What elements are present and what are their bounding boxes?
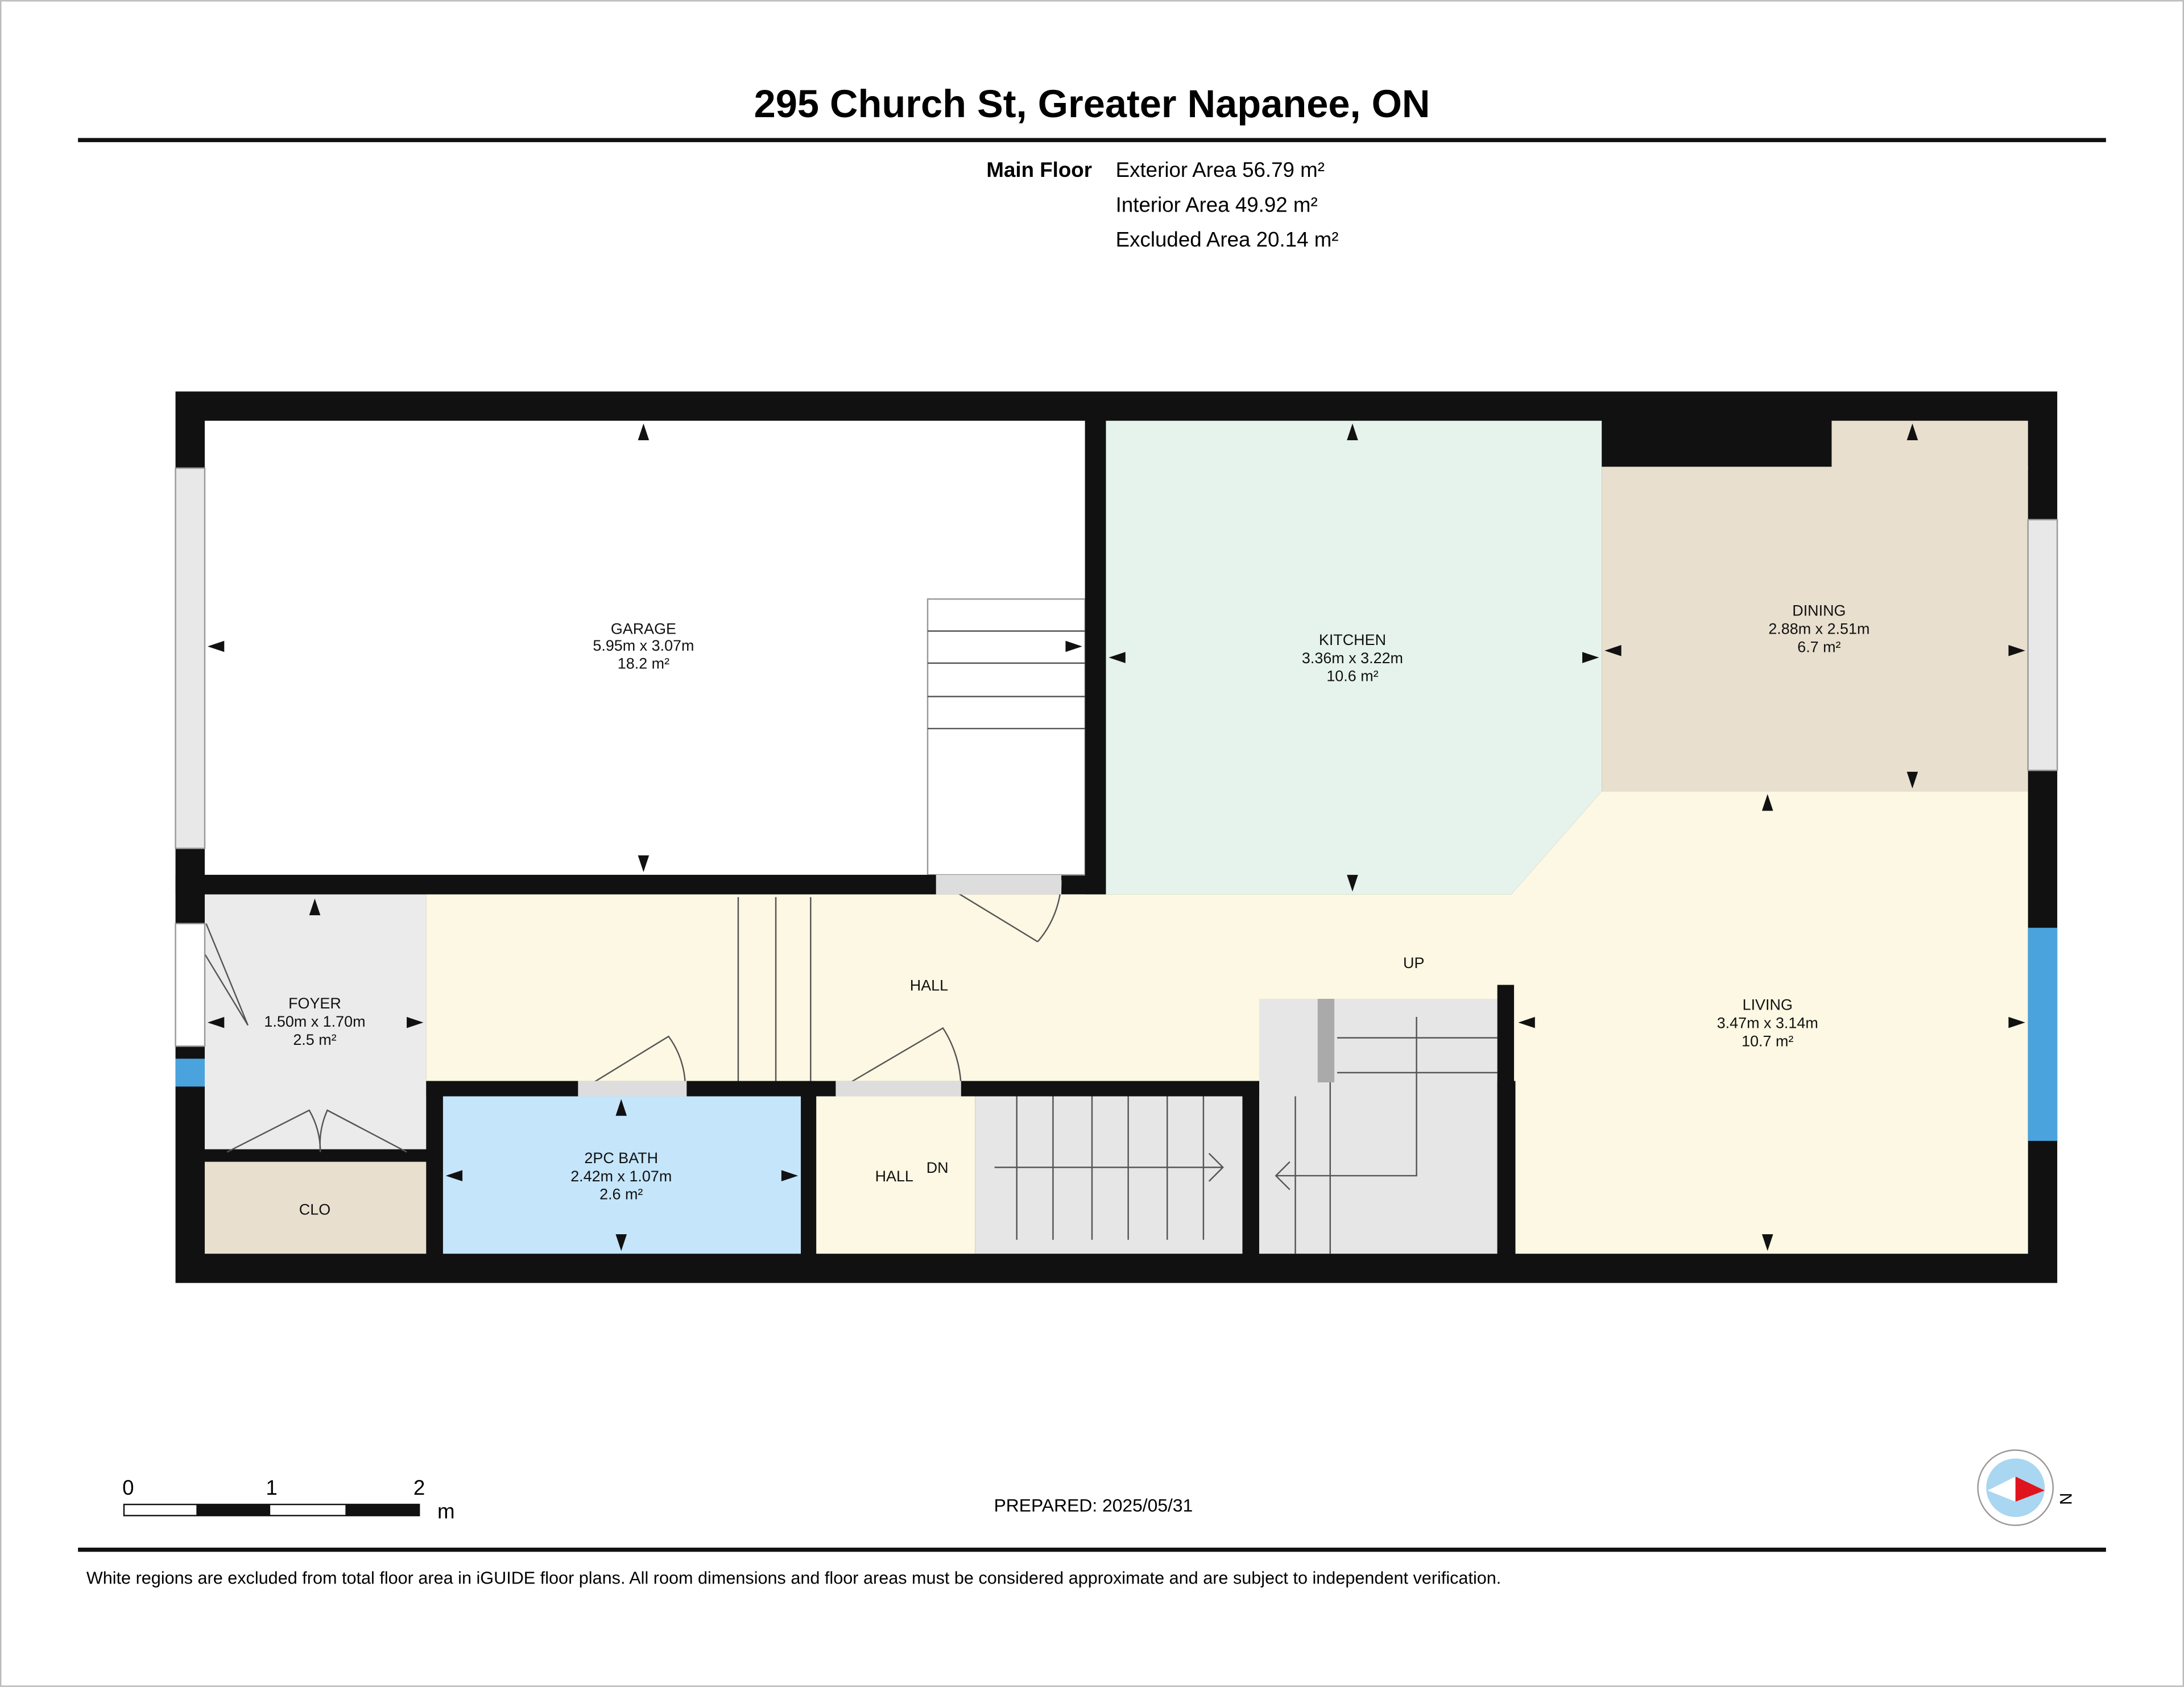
compass-north-label: N (2056, 1493, 2075, 1505)
room-bath (442, 1096, 801, 1254)
floor-name: Main Floor (986, 158, 1092, 181)
garage-dims: 5.95m x 3.07m (593, 637, 694, 654)
stairs-down-label: DN (926, 1159, 949, 1176)
closet-name: CLO (299, 1201, 330, 1218)
living-dims: 3.47m x 3.14m (1717, 1014, 1818, 1031)
hall-lower-name: HALL (875, 1168, 913, 1185)
foyer-area: 2.5 m² (293, 1031, 336, 1048)
room-labels: GARAGE 5.95m x 3.07m 18.2 m² KITCHEN 3.3… (264, 602, 1869, 1218)
scale-bar: 0 1 2 m (122, 1476, 454, 1523)
garage-name: GARAGE (611, 620, 676, 637)
bath-name: 2PC BATH (584, 1150, 658, 1167)
living-name: LIVING (1743, 997, 1793, 1014)
foyer-dims: 1.50m x 1.70m (264, 1013, 365, 1030)
excluded-area: Excluded Area 20.14 m² (1116, 228, 1339, 251)
footer-rule (78, 1547, 2106, 1552)
hall-upper-name: HALL (910, 977, 948, 994)
dining-name: DINING (1792, 602, 1846, 619)
dimension-arrows (207, 423, 2025, 1251)
room-foyer (205, 894, 427, 1150)
garage-area: 18.2 m² (618, 655, 669, 672)
bath-area: 2.6 m² (599, 1186, 643, 1203)
window-living (2028, 928, 2058, 1141)
room-dining (1602, 466, 2028, 792)
window-foyer (175, 1058, 205, 1087)
patio-door (2027, 519, 2058, 771)
floor-plan (175, 391, 2058, 1283)
compass-icon: N (1977, 1449, 2075, 1526)
dining-dims: 2.88m x 2.51m (1768, 620, 1869, 637)
front-door (175, 923, 206, 1047)
exterior-area: Exterior Area 56.79 m² (1116, 158, 1325, 181)
room-living (1511, 791, 2028, 1254)
room-closet (205, 1161, 427, 1254)
scale-tick-2: 2 (413, 1476, 425, 1499)
garage-door (175, 467, 206, 849)
kitchen-area: 10.6 m² (1326, 668, 1378, 685)
page-title: 295 Church St, Greater Napanee, ON (754, 82, 1430, 126)
garage-steps (926, 598, 1086, 876)
scale-tick-1: 1 (266, 1476, 277, 1499)
stairs-up (1259, 999, 1498, 1254)
prepared-date: PREPARED: 2025/05/31 (994, 1495, 1193, 1515)
bath-dims: 2.42m x 1.07m (570, 1168, 672, 1185)
stairs-up-label: UP (1403, 954, 1424, 971)
kitchen-name: KITCHEN (1319, 631, 1386, 648)
interior-area: Interior Area 49.92 m² (1116, 193, 1318, 216)
room-hall-lower (816, 1096, 975, 1254)
footer-disclaimer: White regions are excluded from total fl… (86, 1569, 1501, 1588)
living-area: 10.7 m² (1742, 1032, 1793, 1049)
foyer-name: FOYER (288, 995, 341, 1012)
room-kitchen (1106, 420, 1602, 895)
scale-tick-0: 0 (122, 1476, 134, 1499)
stairs-down (975, 1096, 1243, 1254)
dining-area: 6.7 m² (1797, 638, 1840, 655)
header-rule (78, 138, 2106, 142)
scale-unit: m (437, 1500, 455, 1523)
kitchen-dims: 3.36m x 3.22m (1302, 650, 1403, 667)
